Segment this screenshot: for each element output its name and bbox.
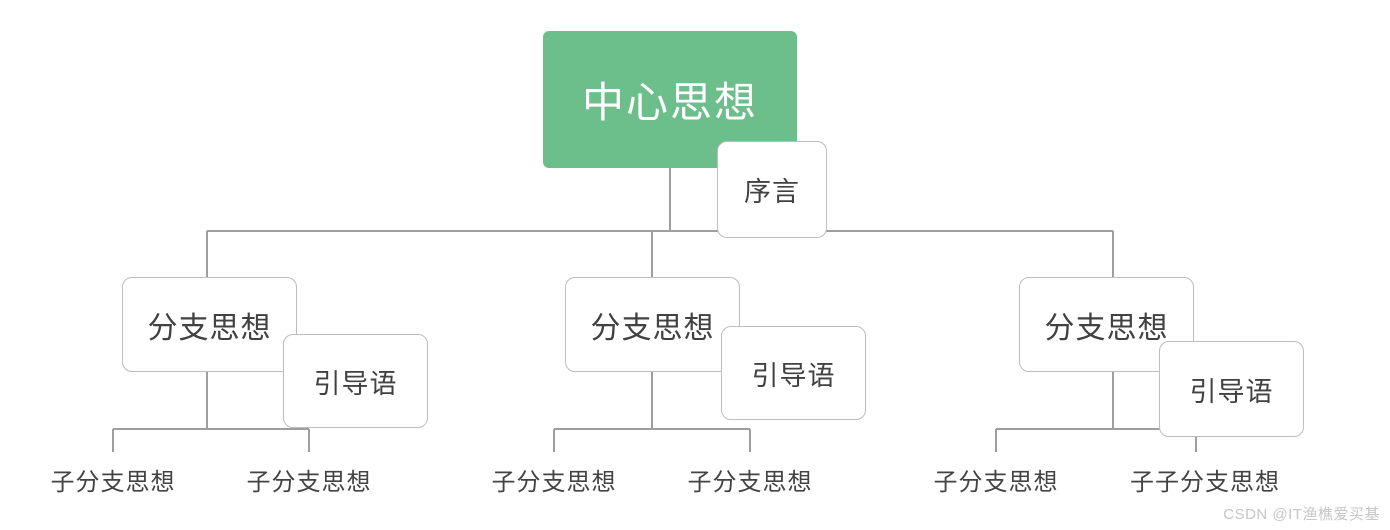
branch-node-3[interactable]: 分支思想: [1019, 277, 1194, 372]
branch-note-node-2[interactable]: 引导语: [721, 326, 866, 420]
leaf-label-1b[interactable]: 子分支思想: [246, 469, 372, 496]
branch-note-2-label: 引导语: [751, 360, 836, 391]
leaf-label-1a[interactable]: 子分支思想: [50, 469, 176, 496]
leaf-label-2a[interactable]: 子分支思想: [491, 469, 617, 496]
branch-node-2[interactable]: 分支思想: [565, 277, 740, 372]
watermark-text: CSDN @IT渔樵爱买基: [1223, 506, 1380, 523]
branch-node-1[interactable]: 分支思想: [122, 277, 297, 372]
leaf-label-3b[interactable]: 子子分支思想: [1130, 469, 1280, 496]
branch-node-1-label: 分支思想: [147, 311, 272, 345]
branch-node-2-label: 分支思想: [590, 311, 715, 345]
root-node[interactable]: 中心思想: [543, 31, 797, 168]
branch-node-3-label: 分支思想: [1044, 311, 1169, 345]
root-note-label: 序言: [744, 177, 800, 207]
branch-note-1-label: 引导语: [313, 368, 398, 399]
leaf-label-3a[interactable]: 子分支思想: [933, 469, 1059, 496]
branch-note-3-label: 引导语: [1189, 376, 1274, 407]
branch-note-node-1[interactable]: 引导语: [283, 334, 428, 428]
root-node-label: 中心思想: [581, 79, 758, 126]
leaf-label-2b[interactable]: 子分支思想: [687, 469, 813, 496]
root-note-node[interactable]: 序言: [717, 141, 827, 238]
branch-note-node-3[interactable]: 引导语: [1159, 341, 1304, 437]
